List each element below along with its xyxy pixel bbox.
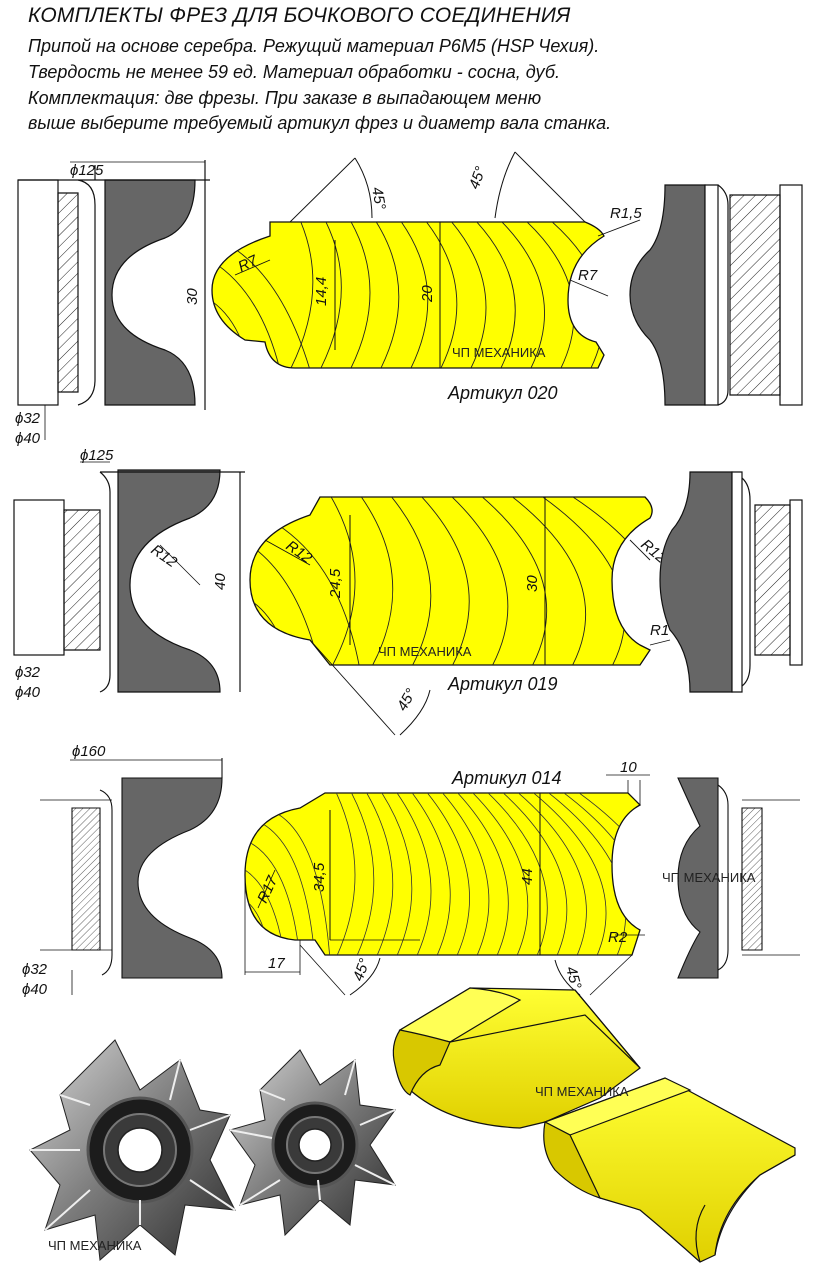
- set-020: ϕ125 30 ϕ32 ϕ40: [15, 151, 803, 447]
- watermark-joint: ЧП МЕХАНИКА: [535, 1084, 629, 1099]
- dim-h1-014: 34,5: [311, 862, 328, 892]
- dim-bore2-020: ϕ40: [15, 430, 41, 447]
- watermark-014: ЧП МЕХАНИКА: [662, 870, 756, 885]
- spec-line-1: Припой на основе серебра. Режущий матери…: [28, 36, 600, 56]
- dim-h1-019: 24,5: [327, 568, 344, 599]
- dim-angle1-014: 45°: [350, 956, 374, 983]
- wood-profile-019: [249, 496, 671, 736]
- joint-piece-top: [392, 987, 641, 1129]
- dim-h2-019: 30: [524, 575, 541, 592]
- dim-bore2-014: ϕ40: [22, 981, 48, 998]
- dim-h2-020: 20: [419, 285, 436, 303]
- dim-angle2-020: 45°: [466, 164, 490, 191]
- dim-angle2-014: 45°: [562, 965, 584, 991]
- dim-bore1-020: ϕ32: [15, 410, 41, 427]
- article-020: Артикул 020: [447, 383, 558, 403]
- watermark-photo: ЧП МЕХАНИКА: [48, 1238, 142, 1253]
- dim-bore1-014: ϕ32: [22, 961, 48, 978]
- dim-rright-014: R2: [608, 929, 628, 946]
- spec-line-4: выше выберите требуемый артикул фрез и д…: [28, 113, 612, 133]
- spec-line-3: Комплектация: две фрезы. При заказе в вы…: [28, 88, 542, 108]
- page-title: КОМПЛЕКТЫ ФРЕЗ ДЛЯ БОЧКОВОГО СОЕДИНЕНИЯ: [28, 4, 571, 27]
- joint-3d: ЧП МЕХАНИКА: [392, 987, 796, 1263]
- article-019: Артикул 019: [447, 674, 558, 694]
- dim-dia-014: ϕ160: [72, 743, 106, 760]
- spec-line-2: Твердость не менее 59 ед. Материал обраб…: [28, 62, 561, 82]
- article-014: Артикул 014: [451, 768, 562, 788]
- watermark-019: ЧП МЕХАНИКА: [378, 644, 472, 659]
- set-019: ϕ125 40 R12 ϕ32 ϕ40: [13, 447, 803, 736]
- cutter-left-014: [40, 758, 223, 995]
- dim-rcutter-019: R12: [148, 541, 181, 571]
- dim-height-020: 30: [184, 288, 201, 305]
- cutter-right-014: [677, 777, 800, 979]
- cutter-photo-small: [229, 1049, 396, 1237]
- dim-height-019: 40: [212, 573, 229, 590]
- dim-dia-019: ϕ125: [80, 447, 114, 464]
- dim-h2-014: 44: [519, 868, 536, 885]
- dim-angle1-020: 45°: [368, 186, 389, 211]
- dim-offset-014: 17: [268, 955, 285, 972]
- dim-width-014: 10: [620, 759, 637, 776]
- dim-bore1-019: ϕ32: [15, 664, 41, 681]
- cutter-photo: ЧП МЕХАНИКА: [29, 1039, 396, 1262]
- wood-profile-014: [244, 774, 650, 996]
- dim-h1-020: 14,4: [313, 277, 330, 306]
- dim-bore2-019: ϕ40: [15, 684, 41, 701]
- cutter-left-019: [13, 461, 245, 693]
- dim-rsmall-020: R1,5: [610, 205, 642, 222]
- joint-piece-bottom: [543, 1077, 796, 1263]
- dim-rright-020: R7: [578, 267, 598, 284]
- dim-angle1-019: 45°: [394, 686, 420, 714]
- watermark-020: ЧП МЕХАНИКА: [452, 345, 546, 360]
- cutter-right-020: [629, 184, 803, 406]
- cutter-left-020: [17, 160, 210, 410]
- dim-dia-020: ϕ125: [70, 162, 104, 179]
- wood-profile-020: [211, 151, 641, 369]
- dim-rsmall-019: R1: [650, 622, 669, 639]
- cutter-right-019: [659, 471, 803, 693]
- cutter-photo-large: [29, 1039, 236, 1262]
- dim-rmain-020: R7: [236, 252, 261, 276]
- set-014: ϕ160 ϕ32 ϕ40 Артикул 014: [22, 743, 800, 998]
